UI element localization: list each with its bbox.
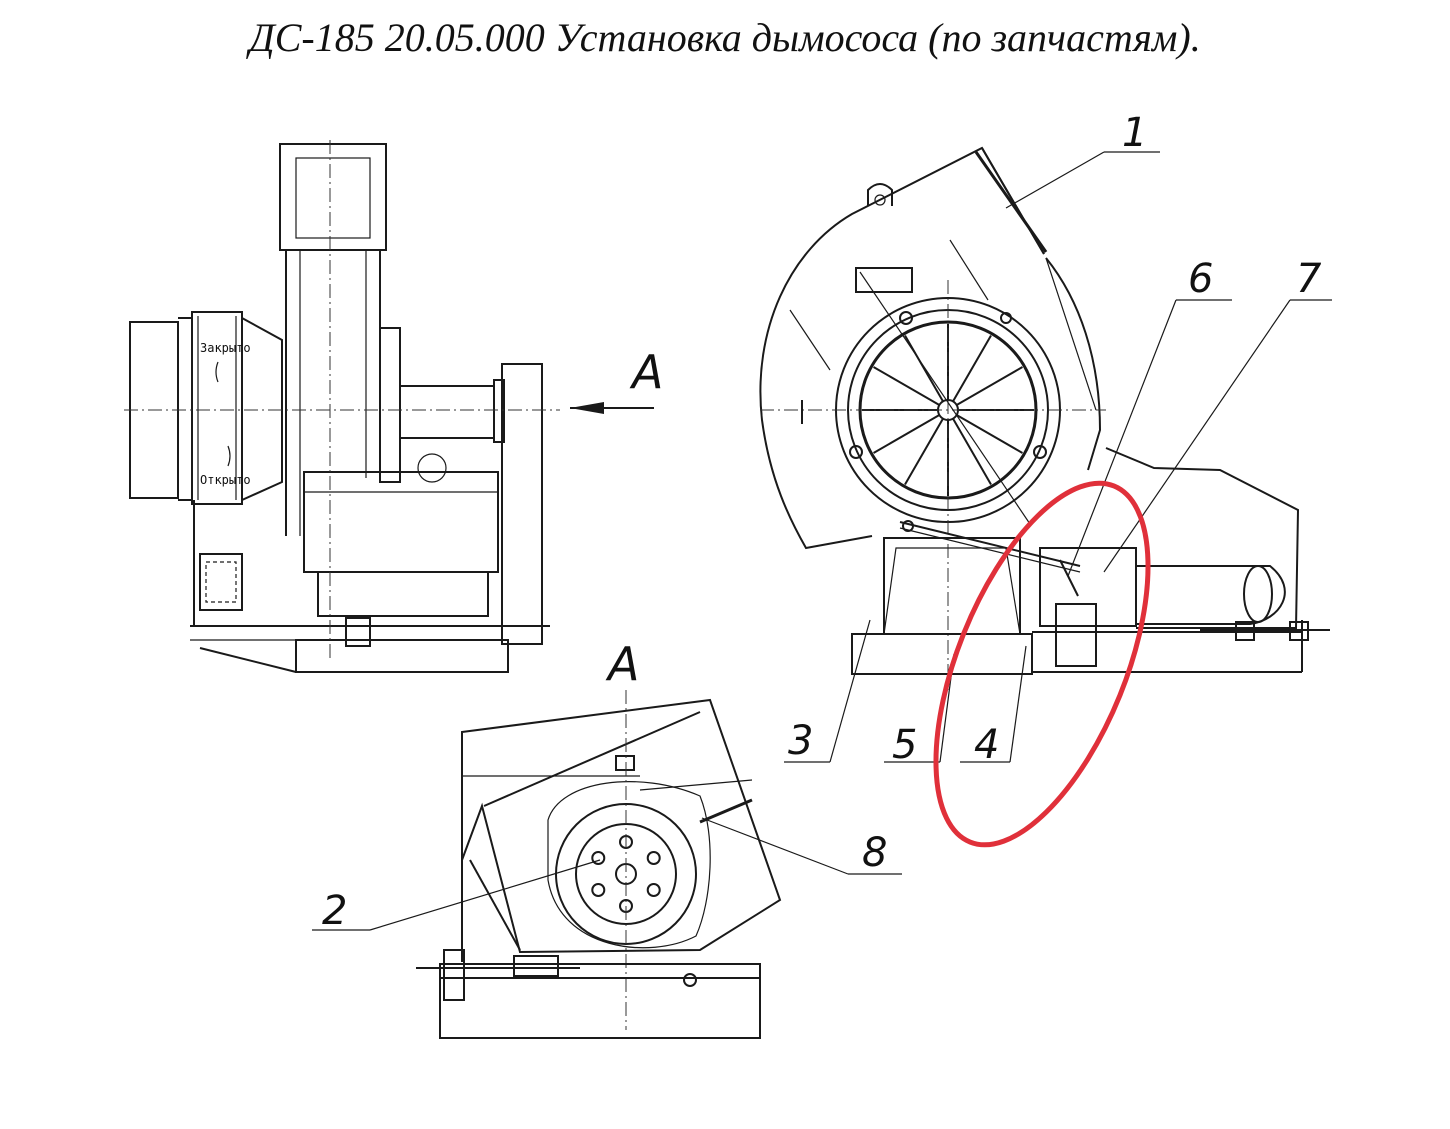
impeller-spoke (873, 366, 940, 406)
rear-support (501, 363, 543, 645)
callout-7: 7 (1296, 256, 1322, 302)
callout-2: 2 (322, 888, 347, 934)
valve-flange (191, 311, 243, 505)
callout-1: 1 (1122, 110, 1147, 156)
callout-8: 8 (862, 830, 887, 876)
pulley-bolt (591, 883, 606, 897)
impeller-spoke (956, 414, 1023, 454)
shaft-housing (399, 385, 495, 439)
valve-closed-label: Закрыто (200, 341, 251, 355)
detail-view-label: A (605, 637, 639, 691)
callout-numbers: 1 2 3 4 5 6 7 8 (322, 110, 1322, 934)
drawing-title: ДС-185 20.05.000 Установка дымососа (по … (249, 15, 1201, 60)
impeller-spoke (904, 418, 944, 485)
front-base (851, 633, 1033, 675)
drive-guard (1105, 447, 1300, 629)
valve-actuator (199, 553, 243, 611)
inspection-hatch (855, 267, 913, 293)
impeller-spoke (952, 418, 992, 485)
callout-6: 6 (1188, 256, 1213, 302)
pulley-bolt (646, 883, 661, 897)
base-frame (295, 639, 509, 673)
outlet-duct-flange (279, 143, 387, 251)
front-view (759, 146, 1330, 690)
lifting-lug (867, 183, 893, 206)
pulley-bolt (591, 851, 606, 865)
side-view: Закрыто Открыто A (124, 140, 663, 673)
tie-rod (899, 521, 1081, 567)
pulley-bolt (646, 851, 661, 865)
callout-5: 5 (892, 722, 917, 768)
valve-open-label: Открыто (200, 473, 251, 487)
callout-4: 4 (974, 722, 999, 768)
impeller-spoke (956, 366, 1023, 406)
scroll-housing (759, 146, 1045, 550)
impeller-spoke (904, 335, 944, 402)
highlight-ellipse (933, 480, 1151, 848)
view-arrow-label: A (629, 345, 663, 399)
callout-3: 3 (788, 718, 813, 764)
detail-frame (439, 977, 761, 1039)
callout-leaders (312, 151, 1332, 931)
impeller-spoke (873, 414, 940, 454)
detail-view-a: A (416, 637, 782, 1039)
detail-housing (461, 698, 782, 954)
coupling (1055, 603, 1097, 667)
impeller-spoke (952, 335, 992, 402)
motor-body (303, 471, 499, 573)
